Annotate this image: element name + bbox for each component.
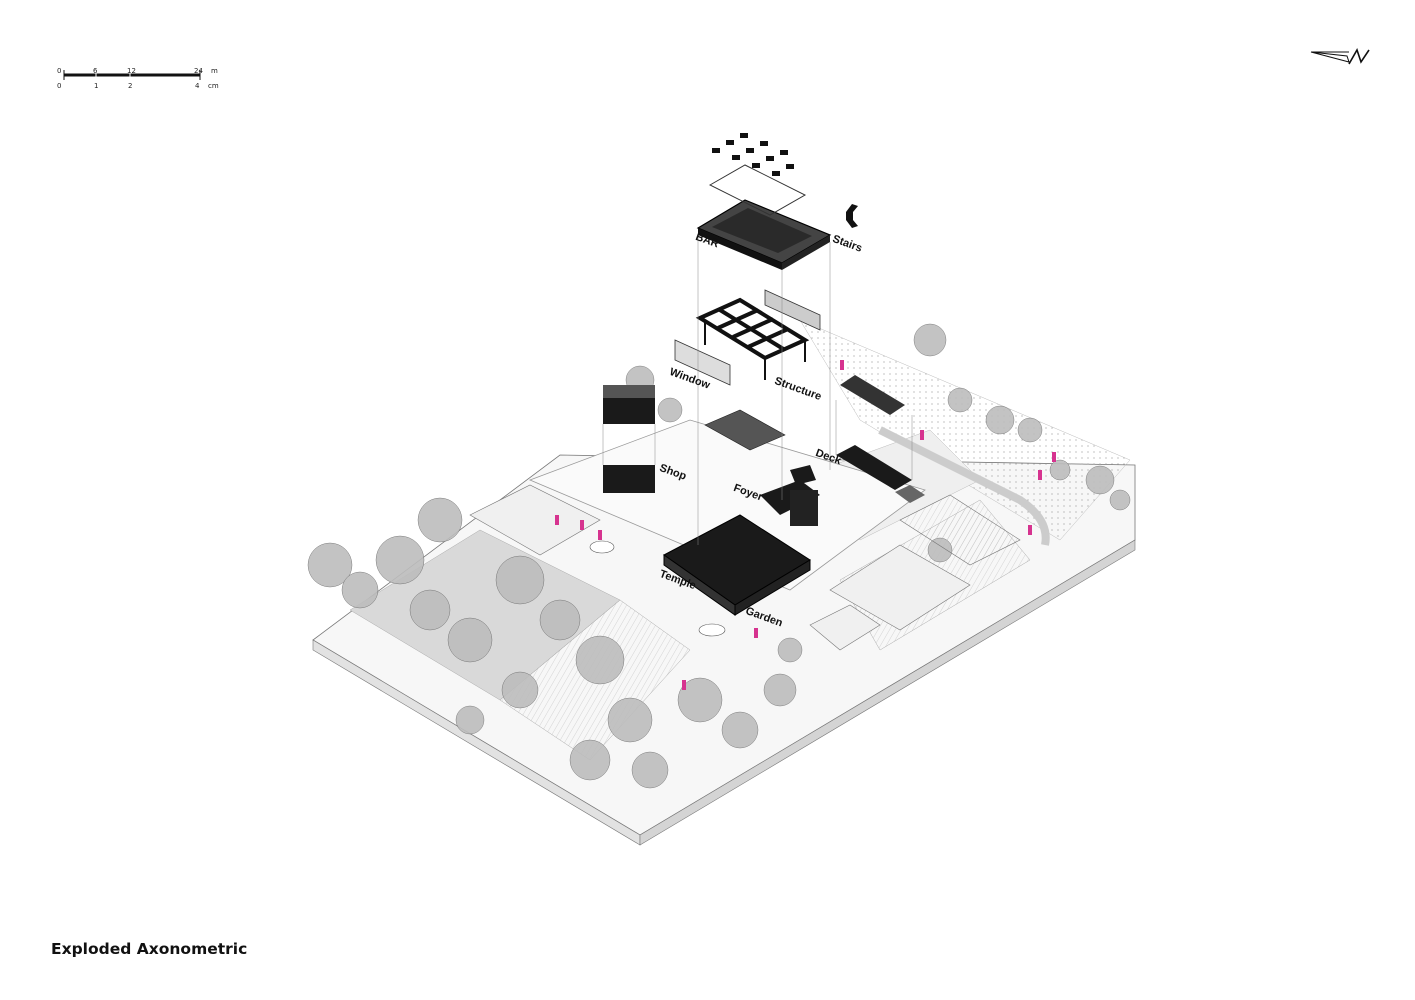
temple-block [663,480,820,616]
drawing-title: Exploded Axonometric [51,940,248,958]
scale-m-24: 24 [194,67,203,75]
bar-block [696,133,832,270]
scale-cm-4: 4 [195,82,200,90]
scale-cm-unit: cm [208,82,219,90]
deck-block [836,375,925,503]
people [555,360,1056,690]
projection-lines [602,235,913,545]
scale-m-12: 12 [127,67,136,75]
scale-cm-2: 2 [128,82,133,90]
scale-m-unit: m [211,67,218,75]
structure-block [695,297,810,380]
scale-m-0: 0 [57,67,62,75]
neighbouring-buildings [469,484,1021,651]
scale-cm-1: 1 [94,82,99,90]
shop-block [603,385,655,493]
foyer-block [704,409,816,485]
cars [589,540,726,637]
scale-bar-graphic [63,70,201,80]
scale-bar: 0 6 12 24 m 0 1 2 4 cm [50,62,240,98]
stairs-block [846,204,858,228]
window-block [674,289,821,386]
scale-cm-0: 0 [57,82,62,90]
north-arrow-icon [1305,44,1375,74]
scale-m-6: 6 [93,67,98,75]
vegetation [307,323,1131,789]
